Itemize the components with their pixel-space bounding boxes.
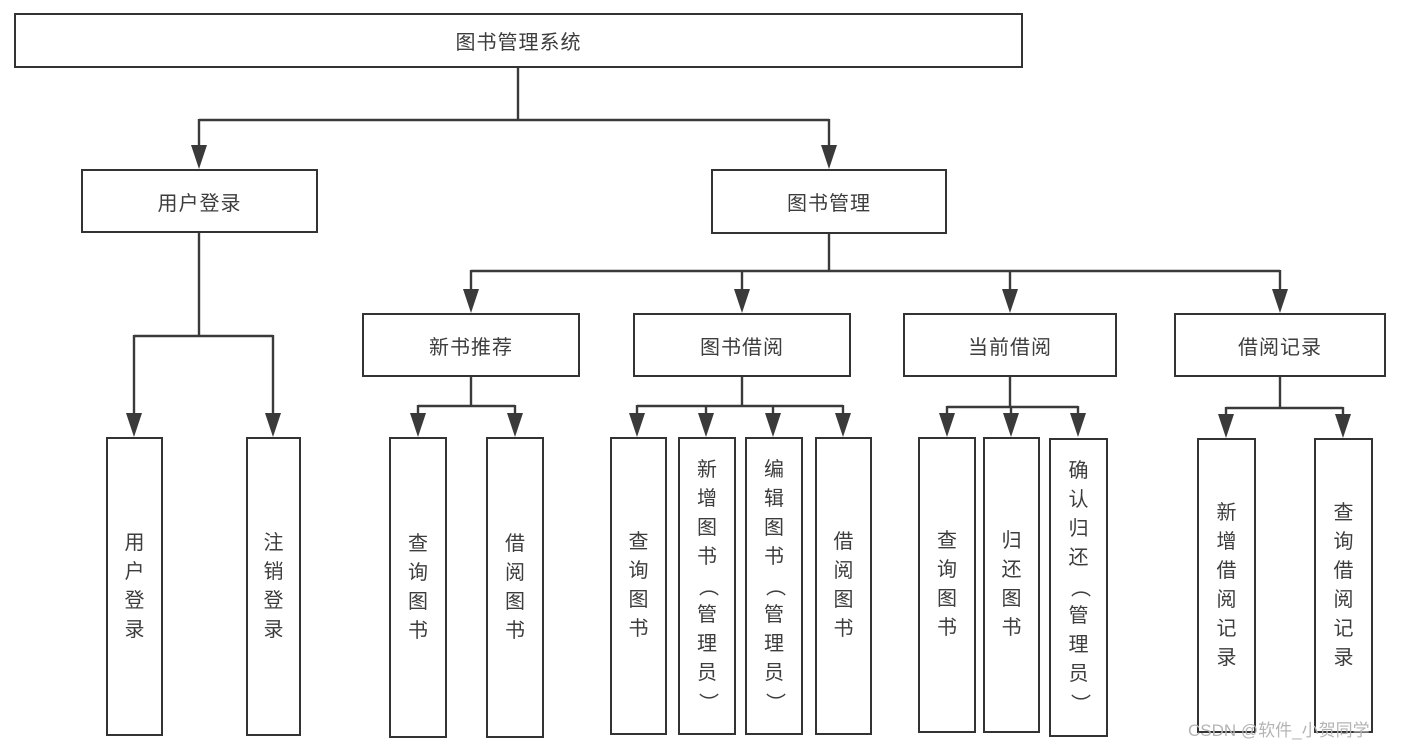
node-leaf-user-login: 用户登录 [106,437,163,736]
node-book-mgmt: 图书管理 [711,169,947,234]
connector-root [191,68,837,169]
node-borrow-record: 借阅记录 [1174,313,1386,377]
node-leaf-edit-book: 编辑图书（管理员） [745,437,803,735]
node-book-borrow: 图书借阅 [633,313,851,377]
node-leaf-return-book: 归还图书 [983,437,1040,733]
node-leaf-query-record: 查询借阅记录 [1314,438,1373,733]
connector-new-book-rec [410,377,523,437]
node-leaf-logout: 注销登录 [246,437,301,736]
node-leaf-query-book-b: 查询图书 [610,437,667,735]
connector-borrow-record [1218,377,1351,438]
node-leaf-add-book: 新增图书（管理员） [678,437,736,735]
node-leaf-query-book-a: 查询图书 [389,437,447,738]
connector-current-borrow [939,377,1086,437]
watermark-text: CSDN @软件_小贺同学 [1188,721,1370,740]
node-leaf-query-book-c: 查询图书 [918,437,976,733]
node-root: 图书管理系统 [14,13,1023,68]
node-current-borrow: 当前借阅 [903,313,1117,377]
node-leaf-add-record: 新增借阅记录 [1197,438,1256,733]
node-user-login: 用户登录 [81,169,318,233]
node-new-book-rec: 新书推荐 [362,313,580,377]
connector-user-login [126,233,281,437]
connector-book-mgmt [463,234,1288,313]
node-leaf-borrow-book-b: 借阅图书 [815,437,872,735]
connector-book-borrow [629,377,851,437]
node-leaf-borrow-book-a: 借阅图书 [486,437,544,738]
node-leaf-confirm-return: 确认归还（管理员） [1049,438,1108,737]
